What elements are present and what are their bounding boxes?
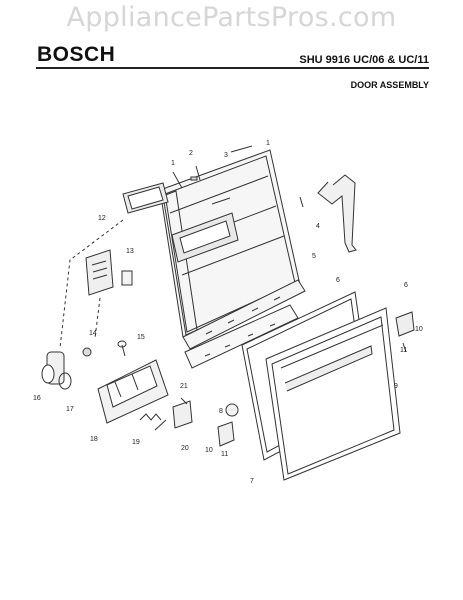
callouts: 1 1 2 3 4 5 6 6 7 8 9 10 10 11 11 12 13 … [33,140,423,485]
model-number: SHU 9916 UC/06 & UC/11 [299,54,429,66]
callout-16: 16 [33,395,41,402]
control-module [97,359,169,424]
callout-17: 17 [66,406,74,413]
latch-right [395,311,415,353]
callout-3: 3 [224,152,228,159]
inner-door-panel [159,149,301,338]
callout-9: 9 [394,383,398,390]
callout-19: 19 [132,439,140,446]
callout-10b: 10 [205,447,213,454]
latch-catch [217,403,239,447]
callout-13: 13 [126,248,134,255]
dispenser-lid [122,182,169,214]
switch-panel [85,249,133,296]
door-lock [139,397,193,431]
top-screws [172,145,253,189]
callout-15: 15 [137,334,145,341]
callout-10: 10 [415,326,423,333]
callout-1: 1 [266,140,270,147]
callout-1b: 1 [171,160,175,167]
callout-20: 20 [181,445,189,452]
front-panel [265,307,401,481]
callout-6b: 6 [404,282,408,289]
callout-11: 11 [400,347,407,354]
callout-2: 2 [189,150,193,157]
callout-6: 6 [336,277,340,284]
callout-14: 14 [89,330,97,337]
callout-21: 21 [180,383,188,390]
lower-trim-strip [184,304,299,369]
watermark: AppliancePartsPros.com [66,2,397,33]
callout-12: 12 [98,215,106,222]
hinge-strip [182,279,306,350]
callout-11b: 11 [221,451,228,458]
callout-7: 7 [250,478,254,485]
callout-18: 18 [90,436,98,443]
rinse-aid-parts [41,340,127,390]
header-rule [36,67,429,69]
leader-lines [59,219,124,349]
callout-8: 8 [219,408,223,415]
hinge-bracket [299,174,357,253]
brand-logo: BOSCH [37,43,116,66]
callout-4: 4 [316,223,320,230]
section-title: DOOR ASSEMBLY [350,80,429,90]
callout-5: 5 [312,253,316,260]
